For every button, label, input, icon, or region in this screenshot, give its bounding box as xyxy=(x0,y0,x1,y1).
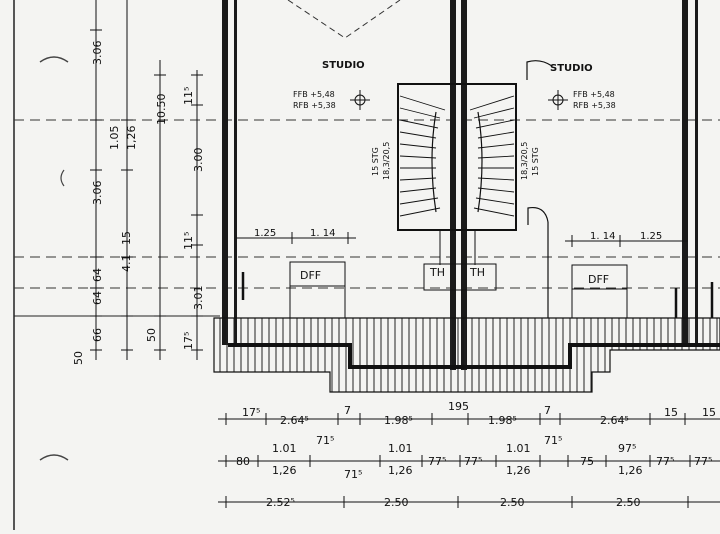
bdim-r2-15: 1,26 xyxy=(618,464,643,477)
bdim-r1-3: 7 xyxy=(344,404,351,417)
room-dimension-lines xyxy=(236,232,688,247)
room-dim-left-1: 1.25 xyxy=(254,228,276,239)
vdim-col2-4: 11⁵ xyxy=(182,232,195,250)
bdim-r2-16: 77⁵ xyxy=(656,455,674,468)
walls xyxy=(222,0,698,370)
stair-count-left: 15 STG xyxy=(371,147,380,176)
level-marker-right: FFB +5,48 RFB +5,38 xyxy=(548,90,616,110)
dff-label-right: DFF xyxy=(588,273,609,286)
bdim-r1-7: 7 xyxy=(544,404,551,417)
room-dim-right-2: 1.25 xyxy=(640,231,662,242)
wall-party xyxy=(450,0,456,370)
punch-hole-bottom xyxy=(39,454,69,461)
level-ffb-right: FFB +5,48 xyxy=(573,90,615,99)
vdim-col1-10: 50 xyxy=(72,351,85,365)
bottom-dimension-lines xyxy=(218,413,720,508)
bdim-r2-13: 75 xyxy=(580,455,594,468)
bdim-r1-5: 195 xyxy=(448,400,469,413)
punch-hole-top xyxy=(39,56,69,63)
bdim-r2-9: 77⁵ xyxy=(464,455,482,468)
vdim-col1-1: 3.06 xyxy=(91,41,104,66)
bdim-r2-8: 77⁵ xyxy=(428,455,446,468)
bdim-r2-12: 71⁵ xyxy=(544,434,562,447)
bdim-r1-8: 2.64⁵ xyxy=(600,414,629,427)
vdim-col1-7: 64 xyxy=(91,268,104,282)
th-label-left: TH xyxy=(429,266,445,279)
bdim-r1-4: 1.98⁵ xyxy=(384,414,413,427)
level-rfb-right: RFB +5,38 xyxy=(573,101,616,110)
door-swing-stair xyxy=(527,206,549,225)
level-rfb-left: RFB +5,38 xyxy=(293,101,336,110)
terrace-hatch xyxy=(213,317,720,393)
stair-ratio-left: 18,3/20,5 xyxy=(382,142,391,180)
dff-window-right: DFF xyxy=(571,264,628,318)
level-ffb-left: FFB +5,48 xyxy=(293,90,335,99)
vdim-col2-2: 11⁵ xyxy=(182,87,195,105)
bottom-dim-row2: 80 1.01 1,26 71⁵ 71⁵ 1.01 1,26 77⁵ 77⁵ 1… xyxy=(236,434,712,481)
vdim-col2-1: 10.50 xyxy=(155,94,168,126)
bdim-r3-1: 2.52⁵ xyxy=(266,496,295,509)
room-dimension-labels: 1.25 1. 14 1. 14 1.25 xyxy=(254,228,662,242)
vdim-col1-3: 1,26 xyxy=(125,126,138,151)
stair-ratio-right: 18,3/20,5 xyxy=(520,142,529,180)
staircase: 15 STG 18,3/20,5 18,3/20,5 15 STG xyxy=(371,83,540,231)
vdim-col1-8: 64 xyxy=(91,291,104,305)
vdim-col3-1: 17⁵ xyxy=(182,332,195,350)
room-label-studio-left: STUDIO xyxy=(322,60,365,71)
bottom-dim-row1: 17⁵ 2.64⁵ 7 1.98⁵ 195 1.98⁵ 7 2.64⁵ 15 1… xyxy=(242,400,716,427)
vdim-col1-2: 1.05 xyxy=(108,126,121,151)
wall-left-outer xyxy=(222,0,228,345)
bdim-r1-10: 15 xyxy=(702,406,716,419)
bdim-r2-7: 1,26 xyxy=(388,464,413,477)
bdim-r1-9: 15 xyxy=(664,406,678,419)
room-dim-right-1: 1. 14 xyxy=(590,231,615,242)
bdim-r2-10: 1.01 xyxy=(506,442,531,455)
room-label-studio-right: STUDIO xyxy=(550,63,593,74)
vertical-dimension-lines xyxy=(90,0,203,360)
bdim-r1-6: 1.98⁵ xyxy=(488,414,517,427)
bdim-r2-17: 77⁵ xyxy=(694,455,712,468)
bdim-r2-4: 71⁵ xyxy=(316,434,334,447)
bdim-r2-6: 1.01 xyxy=(388,442,413,455)
bdim-r2-5: 71⁵ xyxy=(344,468,362,481)
vdim-col2-6: 50 xyxy=(145,328,158,342)
bdim-r1-1: 17⁵ xyxy=(242,406,260,419)
bdim-r3-2: 2.50 xyxy=(384,496,409,509)
level-marker-left: FFB +5,48 RFB +5,38 xyxy=(293,90,370,110)
bdim-r3-3: 2.50 xyxy=(500,496,525,509)
dff-label-left: DFF xyxy=(300,269,321,282)
bdim-r2-11: 1,26 xyxy=(506,464,531,477)
bdim-r2-14: 97⁵ xyxy=(618,442,636,455)
dff-window-left: DFF xyxy=(289,261,346,318)
facade-line xyxy=(228,343,720,369)
vertical-dimension-labels: 3.06 1.05 1,26 3.06 4.1 15 64 64 66 50 1… xyxy=(72,41,205,366)
bdim-r3-4: 2.50 xyxy=(616,496,641,509)
vdim-col1-4: 3.06 xyxy=(91,181,104,206)
bottom-dim-row3: 2.52⁵ 2.50 2.50 2.50 xyxy=(266,496,641,509)
bdim-r1-2: 2.64⁵ xyxy=(280,414,309,427)
th-label-right: TH xyxy=(469,266,485,279)
stair-count-right: 15 STG xyxy=(531,147,540,176)
room-dim-left-2: 1. 14 xyxy=(310,228,335,239)
vdim-col2-3: 3.00 xyxy=(192,148,205,173)
vdim-col1-9: 66 xyxy=(91,328,104,342)
vdim-col1-5: 4.1 xyxy=(120,255,133,273)
bdim-r2-3: 1,26 xyxy=(272,464,297,477)
vdim-col1-6: 15 xyxy=(120,231,133,245)
pencil-mark xyxy=(60,169,65,187)
roof-outline xyxy=(287,0,401,39)
bdim-r2-2: 1.01 xyxy=(272,442,297,455)
wall-right-outer xyxy=(682,0,688,345)
bdim-r2-1: 80 xyxy=(236,455,250,468)
th-boxes: TH TH xyxy=(423,230,497,291)
vdim-col2-5: 3.01 xyxy=(192,286,205,311)
door-swing-top xyxy=(526,60,553,80)
